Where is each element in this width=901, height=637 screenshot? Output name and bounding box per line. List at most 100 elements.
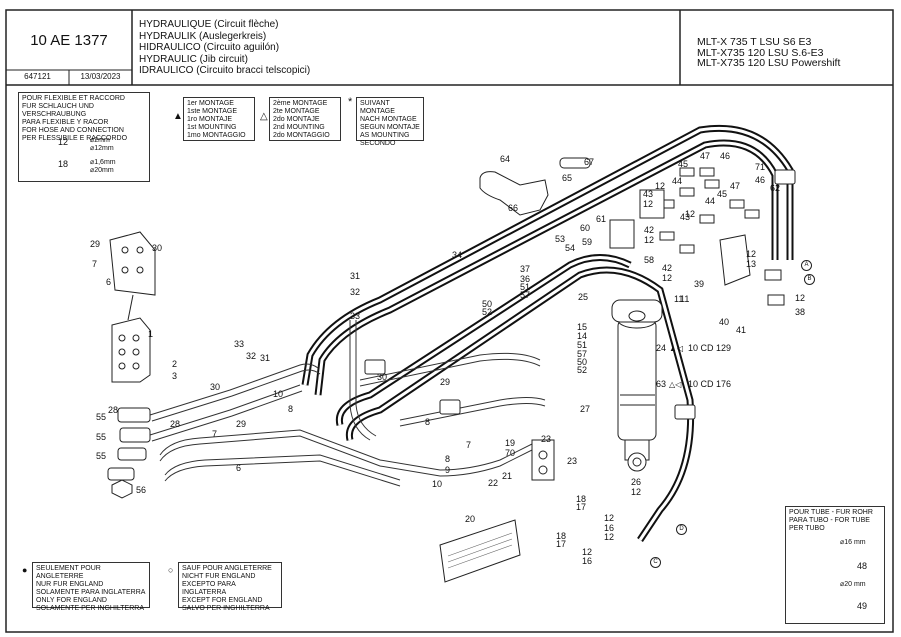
mount-line: 2te MONTAGE bbox=[273, 108, 320, 115]
callout: 12 bbox=[644, 235, 655, 245]
callout: 60 bbox=[580, 223, 591, 233]
callout: 55 bbox=[96, 432, 107, 442]
callout: 43 bbox=[643, 189, 654, 199]
callout: 8 bbox=[288, 404, 294, 414]
callout: 53 bbox=[555, 234, 566, 244]
callout: 12 bbox=[643, 199, 654, 209]
callout: 55 bbox=[96, 412, 107, 422]
except-line: SALVO PER INGHILTERRA bbox=[182, 605, 270, 612]
callout: 21 bbox=[502, 471, 513, 481]
callout: 65 bbox=[562, 173, 573, 183]
callout: 7 bbox=[466, 440, 472, 450]
dot-filled-icon: ● bbox=[22, 565, 28, 575]
mount-line: AS MOUNTING bbox=[360, 132, 410, 139]
callout: 12 bbox=[604, 513, 615, 523]
bracket-1 bbox=[109, 231, 156, 383]
circle-marker: D bbox=[676, 524, 687, 535]
england-line: SOLAMENTE PARA INGLATERRA bbox=[36, 589, 146, 596]
except-line: SAUF POUR ANGLETERRE bbox=[182, 565, 272, 572]
mount-line: SECONDO bbox=[360, 140, 396, 147]
england-line: SOLAMENTE PER INGHILTERRA bbox=[36, 605, 145, 612]
mount-line: 1ro MONTAJE bbox=[187, 116, 232, 123]
callout: 8 bbox=[445, 454, 451, 464]
except-line: EXCEPT FOR ENGLAND bbox=[182, 597, 263, 604]
callout: 12 bbox=[655, 181, 666, 191]
callout: 32 bbox=[246, 351, 257, 361]
main-hose-34 bbox=[301, 124, 794, 396]
mount-line: 1st MOUNTING bbox=[187, 124, 237, 131]
main-hose-11 bbox=[335, 254, 695, 542]
callout: 62 bbox=[770, 183, 781, 193]
callout: 51 bbox=[520, 282, 531, 292]
callout: 46 bbox=[755, 175, 766, 185]
callout: 17 bbox=[576, 502, 587, 512]
callout: 27 bbox=[580, 404, 591, 414]
callout: 12 bbox=[631, 487, 642, 497]
callout: 56 bbox=[136, 485, 147, 495]
callout: 8 bbox=[425, 417, 431, 427]
callout: 43 bbox=[680, 212, 691, 222]
callout: 37 bbox=[520, 264, 531, 274]
callout: 44 bbox=[705, 196, 716, 206]
england-line: SEULEMENT POUR ANGLETERRE bbox=[36, 565, 101, 580]
england-line: NUR FUR ENGLAND bbox=[36, 581, 104, 588]
callout: 51 bbox=[577, 340, 588, 350]
callout: 12 bbox=[582, 547, 593, 557]
callout: 45 bbox=[678, 159, 689, 169]
callout: 57 bbox=[577, 349, 588, 359]
tube-box: POUR TUBE - FUR ROHR PARA TUBO - FOR TUB… bbox=[785, 506, 885, 624]
callout: 49 bbox=[857, 601, 868, 611]
mount-line: 1mo MONTAGGIO bbox=[187, 132, 246, 139]
callout: 28 bbox=[108, 405, 119, 415]
callout: 26 bbox=[631, 477, 642, 487]
callout: 52 bbox=[482, 307, 493, 317]
callout: 67 bbox=[584, 157, 595, 167]
hose-box-line: POUR FLEXIBLE ET RACCORD bbox=[22, 95, 125, 102]
mount-line: 1er MONTAGE bbox=[187, 100, 234, 107]
callout: 50 bbox=[482, 299, 493, 309]
reference-plate bbox=[439, 519, 521, 583]
callout: 6 bbox=[236, 463, 242, 473]
callout: 12 bbox=[685, 209, 696, 219]
callout: 25 bbox=[578, 292, 589, 302]
mount-line: 2ème MONTAGE bbox=[273, 100, 328, 107]
callout: 40 bbox=[719, 317, 730, 327]
model-2: MLT-X735 120 LSU S.6-E3 bbox=[697, 46, 824, 59]
reference-number: 10 AE 1377 bbox=[30, 31, 108, 49]
model-3: MLT-X735 120 LSU Powershift bbox=[697, 57, 841, 69]
callout: 1 bbox=[148, 329, 154, 339]
callout: 12 bbox=[795, 293, 806, 303]
england-only-box: SEULEMENT POUR ANGLETERRE NUR FUR ENGLAN… bbox=[32, 562, 150, 612]
callout: 34 bbox=[452, 250, 463, 260]
hose-box-line: FUR SCHLAUCH UND VERSCHRAUBUNG bbox=[22, 103, 94, 118]
callout: 11 bbox=[680, 294, 690, 304]
callout: 12 bbox=[662, 273, 673, 283]
title-es: HIDRAULICO (Circuito aguilón) bbox=[139, 42, 280, 53]
callout: 6 bbox=[106, 277, 112, 287]
mount-line: SEGUN MONTAJE bbox=[360, 124, 420, 131]
callout: 54 bbox=[565, 243, 576, 253]
callout: 59 bbox=[582, 237, 593, 247]
mount-line: 2do MONTAJE bbox=[273, 116, 320, 123]
model-1: MLT-X 735 T LSU S6 E3 bbox=[697, 36, 812, 48]
callout: 29 bbox=[440, 377, 451, 387]
tube-line: PARA TUBO - FOR TUBE bbox=[789, 517, 870, 524]
cylinder-code: 10 CD 176 bbox=[688, 379, 732, 389]
except-line: NICHT FUR ENGLAND bbox=[182, 573, 256, 580]
mount-line: 2nd MOUNTING bbox=[273, 124, 325, 131]
callout: 29 bbox=[236, 419, 247, 429]
document-number: 647121 bbox=[24, 72, 51, 81]
callout: 50 bbox=[577, 357, 588, 367]
callout: 61 bbox=[596, 214, 607, 224]
callout: 16 bbox=[582, 556, 593, 566]
size-label: ⌀2mm bbox=[90, 137, 110, 144]
tube-line: POUR TUBE - FUR ROHR bbox=[789, 509, 873, 516]
callout: 17 bbox=[556, 539, 567, 549]
dot-outline-icon: ○ bbox=[168, 565, 174, 575]
callout: 10 bbox=[432, 479, 443, 489]
mount-line: SUIVANT MONTAGE bbox=[360, 100, 395, 115]
second-mounting-box: 2ème MONTAGE 2te MONTAGE 2do MONTAJE 2nd… bbox=[269, 97, 341, 141]
as-mounting-box: SUIVANT MONTAGE NACH MONTAGE SEGUN MONTA… bbox=[356, 97, 424, 147]
fittings-left bbox=[107, 407, 151, 499]
